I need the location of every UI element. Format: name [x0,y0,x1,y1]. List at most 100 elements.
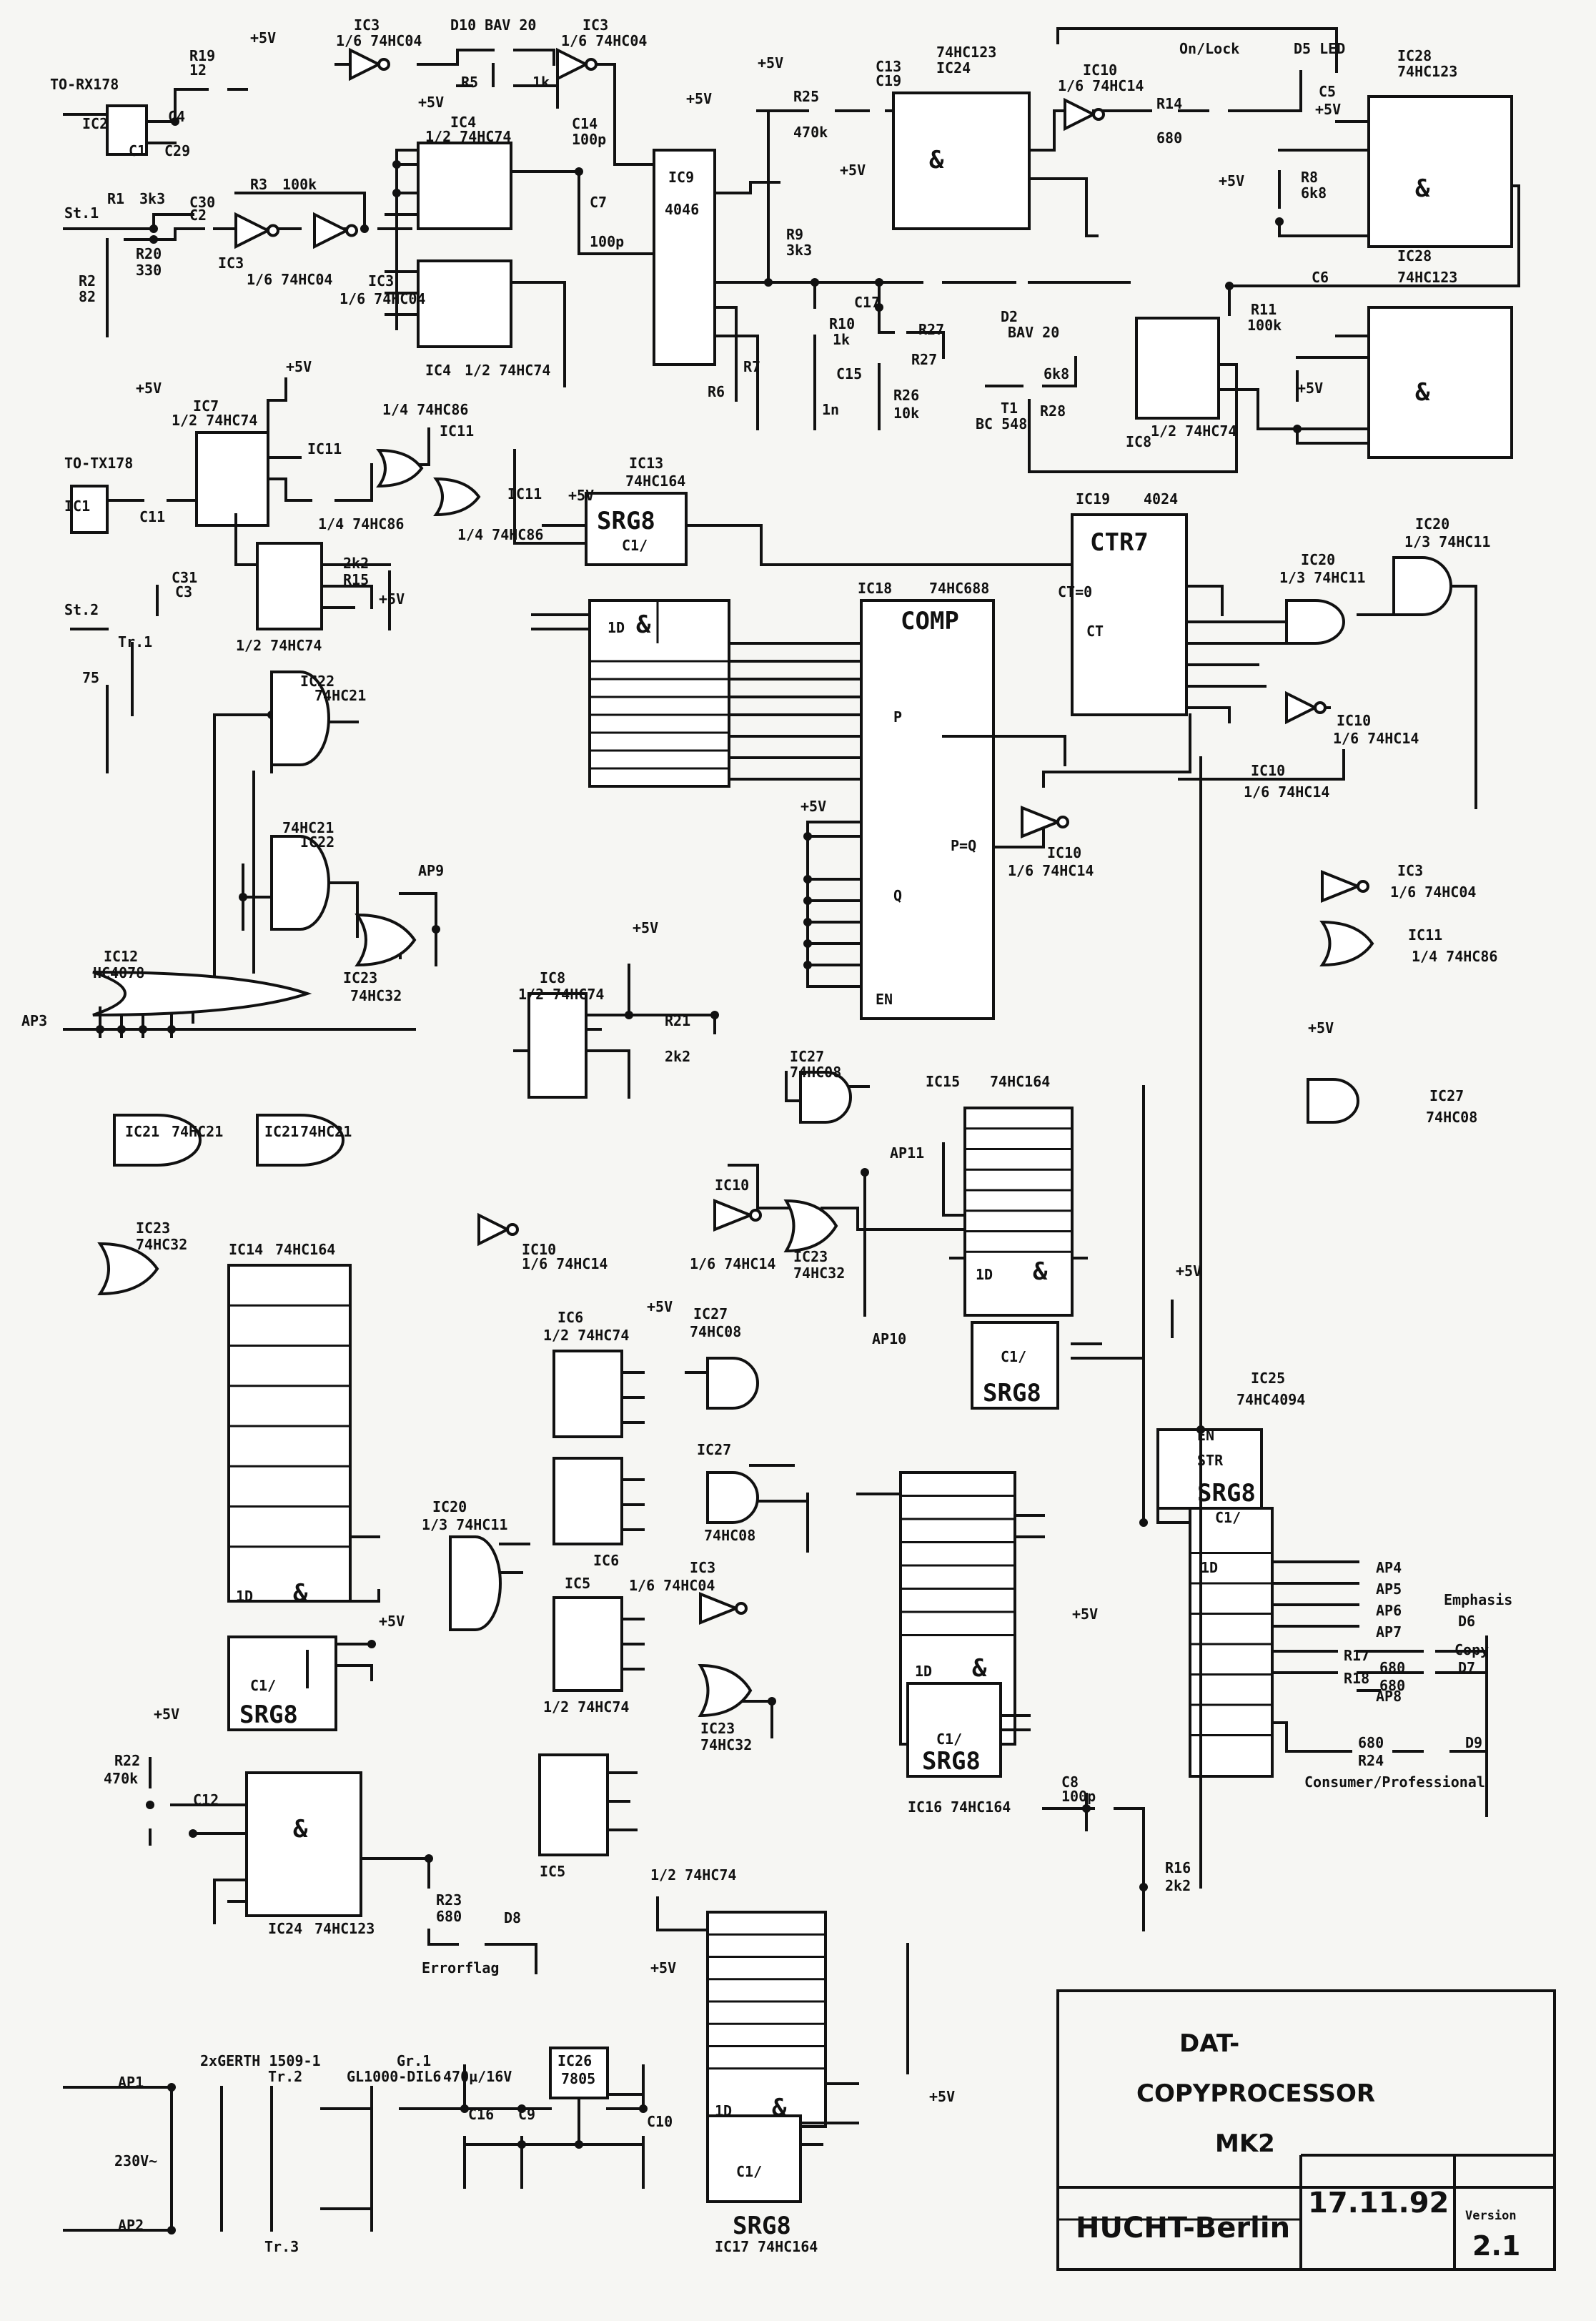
d10-label: D10 BAV 20 [450,16,536,34]
t1-type: BC 548 [976,415,1027,432]
junction-dot [803,918,812,926]
ic25-type: 74HC4094 [1236,1391,1305,1408]
ic5b-block [538,1753,609,1856]
vcc-label: +5V [250,29,276,46]
wire-75 [334,463,373,502]
ic7b-block [256,542,323,630]
r8-value: 6k8 [1301,184,1327,202]
consumer-label: Consumer/Professional [1304,1773,1485,1791]
junction-dot [768,1697,776,1706]
ic17-block-label: SRG8 [733,2212,791,2240]
ap1-label: AP1 [118,2074,144,2091]
wire-179 [349,1589,380,1603]
ic5b-type: 1/2 74HC74 [650,1866,736,1884]
ic21b-name: IC21 [264,1123,299,1140]
ic23a-type: 74HC32 [350,987,402,1004]
ic15-type: 74HC164 [990,1073,1050,1090]
ic19-block-label: CTR7 [1090,528,1149,557]
r8-name: R8 [1301,169,1318,186]
ic5b-name: IC5 [540,1863,565,1880]
gate-ic27b [706,1357,759,1410]
wires [63,27,1520,2235]
r27-top: R27 [918,321,944,338]
wire-7 [152,227,205,241]
ic6a-name: IC6 [557,1309,583,1326]
d1-label: 1D [1201,1559,1218,1576]
r21-name: R21 [665,1012,690,1029]
r11-value: 100k [1247,317,1282,334]
gate-ic23d [698,1663,753,1718]
gate-ic10-top-bubble [1092,108,1105,121]
ic19-block [1071,513,1188,716]
c16-label: C16 [468,2106,494,2123]
ic2-block [106,104,148,156]
junction-dot [146,1801,154,1809]
wire-123 [942,735,1066,766]
gate-ic20-mid [1285,599,1345,645]
c3-label: C3 [175,583,192,600]
d8-label: D8 [504,1909,521,1926]
tr2-label: Tr.2 [268,2068,302,2085]
r25-name: R25 [793,88,819,105]
and-label: & [1415,174,1430,203]
r3-value: 100k [282,176,317,193]
ic5a-name: IC5 [565,1575,590,1592]
ic17-type: 74HC164 [758,2238,818,2255]
gate-ic11-spare [1319,920,1374,967]
junction-dot [517,2104,526,2113]
gate-ic3-mid1 [234,212,272,249]
r24-value: 680 [1358,1734,1384,1751]
onlock-label: On/Lock [1179,40,1239,57]
title-version-label: Version [1465,2209,1517,2223]
wire-220 [485,1943,537,1974]
r20-name: R20 [136,245,162,262]
junction-dot [1196,1425,1205,1434]
wire-223 [656,1896,709,1931]
gate-ic10-top [1064,97,1097,132]
r28-name: R28 [1040,402,1066,420]
ic20-low-name: IC20 [432,1498,467,1515]
ic18-name: IC18 [858,580,892,597]
junction-dot [517,2140,526,2149]
ic20-mid-type: 1/3 74HC11 [1279,569,1365,586]
c1div-label: C1/ [250,1677,276,1694]
c8-name: C8 [1061,1773,1079,1791]
ic28-mid-type: 74HC123 [1397,269,1457,286]
c12-label: C12 [193,1791,219,1808]
ic8-top-block [1135,317,1220,420]
ic4a-name: IC4 [450,114,476,131]
d1-label: 1D [976,1266,993,1283]
ic13-header [585,492,688,566]
junction-dot [1293,425,1302,433]
ic4a-block [417,142,512,230]
gate-ic3-top1-bubble [377,58,390,71]
junction-dot [875,278,883,287]
gate-ic27c [706,1471,759,1524]
vcc-label: +5V [1308,1019,1334,1036]
wire-1 [145,88,209,123]
gate-ic12 [92,971,312,1016]
gate-ic10-mid [1285,691,1319,725]
ic14-srg-block [227,1635,337,1731]
wire-153 [728,1164,795,1209]
c1-label: C1 [129,142,146,159]
junction-dot [710,1011,719,1019]
ic8-top-type: 1/2 74HC74 [1151,422,1236,440]
junction-dot [1082,1804,1091,1813]
wire-13 [234,192,366,230]
junction-dot [189,1829,197,1838]
and-label: & [293,1815,308,1844]
wire-149 [942,1142,966,1217]
and-label: & [636,610,651,639]
ic-blocks [70,91,1513,2203]
ic13-block-label: SRG8 [597,507,655,535]
ic13-block [588,599,730,788]
r5-value: 1k [532,74,550,91]
r1-value: 3k3 [139,190,165,207]
ic3-spare-type: 1/6 74HC04 [1390,884,1476,901]
wire-58 [1056,27,1338,73]
ic6b-name: IC6 [593,1552,619,1569]
ic7b-type: 1/2 74HC74 [236,637,322,654]
c5-label: C5 [1319,83,1336,100]
r10-value: 1k [833,331,850,348]
